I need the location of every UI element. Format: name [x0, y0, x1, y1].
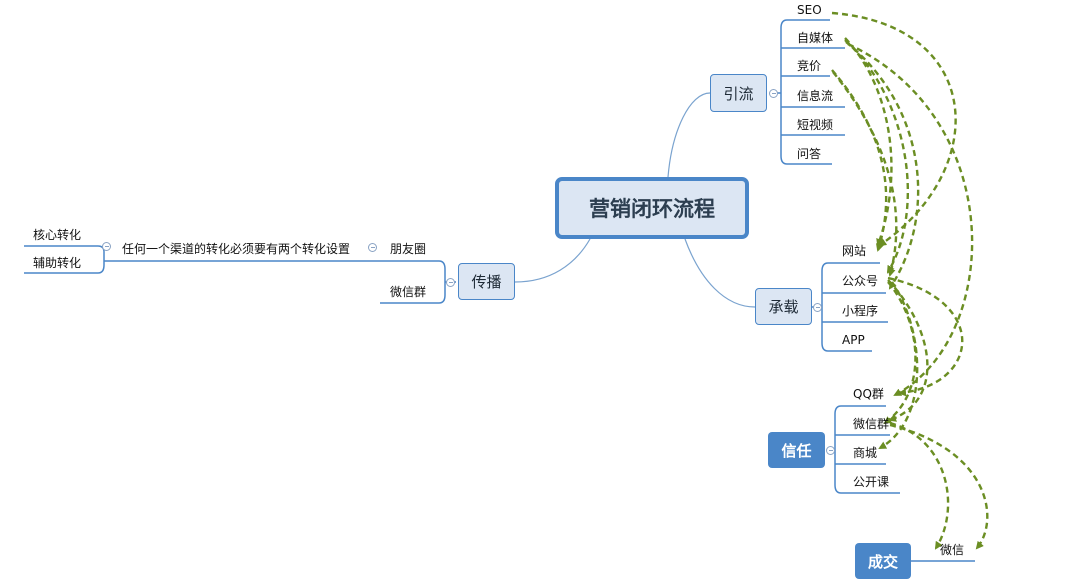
arrow-zimeiti-to-gongzhonghao — [844, 39, 910, 274]
branch-chuanbo[interactable]: 传播 — [458, 263, 515, 300]
arrow-jingjia-to-gongzhonghao — [832, 71, 898, 277]
arrow-seo-to-wangzhan — [831, 11, 957, 247]
leaf-jingjia[interactable]: 竞价 — [797, 59, 822, 73]
branch-xinren[interactable]: 信任 — [768, 432, 825, 468]
branch-yinliu[interactable]: 引流 — [710, 74, 767, 112]
leaf-duanshipin[interactable]: 短视频 — [797, 118, 834, 132]
flow-arrows — [831, 11, 989, 550]
leaf-fuzhuzhuanhua[interactable]: 辅助转化 — [33, 256, 82, 270]
chuanbo-bracket — [24, 245, 456, 304]
leaf-seo[interactable]: SEO — [797, 3, 822, 17]
branch-chengjiao[interactable]: 成交 — [855, 543, 911, 579]
leaf-hexinzhuanhua[interactable]: 核心转化 — [33, 228, 82, 242]
leaf-weixinqun[interactable]: 微信群 — [853, 417, 890, 431]
collapse-pengyouquan-icon[interactable] — [368, 243, 377, 252]
leaf-weixin[interactable]: 微信 — [940, 543, 965, 557]
yinliu-bracket — [773, 19, 845, 165]
arrow-zimeiti-to-wangzhan — [844, 37, 893, 247]
collapse-xinren-icon[interactable] — [826, 446, 835, 455]
connector-central-yinliu — [667, 92, 711, 178]
central-topic[interactable]: 营销闭环流程 — [555, 177, 749, 239]
leaf-wangzhan[interactable]: 网站 — [842, 244, 867, 258]
leaf-shangcheng[interactable]: 商城 — [853, 446, 878, 460]
central-connectors — [514, 92, 756, 308]
branch-chengzai[interactable]: 承载 — [755, 288, 812, 325]
arrow-zimeiti-to-qqqun — [847, 42, 974, 397]
leaf-conversion-rule[interactable]: 任何一个渠道的转化必须要有两个转化设置 — [122, 242, 351, 256]
arrow-gongzhonghao-to-shangcheng — [878, 281, 919, 450]
leaf-xiaochengxu[interactable]: 小程序 — [842, 304, 879, 318]
arrow-zimeiti-to-xiaochengxu — [845, 41, 920, 290]
xinren-bracket — [834, 405, 900, 494]
leaf-weixinqun-chuanbo[interactable]: 微信群 — [390, 285, 427, 299]
connector-central-chuanbo — [514, 238, 591, 283]
collapse-chengzai-icon[interactable] — [813, 303, 822, 312]
leaf-qqqun[interactable]: QQ群 — [853, 387, 884, 401]
leaf-app[interactable]: APP — [842, 333, 865, 347]
arrow-gongzhonghao-to-qqqun — [887, 276, 964, 397]
arrow-jingjia-to-wangzhan — [831, 69, 888, 252]
leaf-zimeiti[interactable]: 自媒体 — [797, 31, 834, 45]
arrow-weixinqun-to-weixin — [889, 421, 950, 550]
connector-central-chengzai — [684, 238, 756, 308]
leaf-pengyouquan[interactable]: 朋友圈 — [390, 242, 427, 256]
leaf-gongkaike[interactable]: 公开课 — [853, 475, 890, 489]
collapse-chuanbo-icon[interactable] — [446, 278, 455, 287]
collapse-yinliu-icon[interactable] — [769, 89, 778, 98]
leaf-xinxiliu[interactable]: 信息流 — [797, 89, 834, 103]
collapse-conversion-rule-icon[interactable] — [102, 242, 111, 251]
leaf-wenda[interactable]: 问答 — [797, 147, 822, 161]
leaf-gongzhonghao[interactable]: 公众号 — [842, 274, 879, 288]
arrow-gongzhonghao-to-weixinqun-2 — [883, 281, 917, 425]
arrow-weixinqun-to-weixin-2 — [889, 423, 989, 550]
arrow-gongzhonghao-to-weixinqun — [887, 279, 929, 422]
